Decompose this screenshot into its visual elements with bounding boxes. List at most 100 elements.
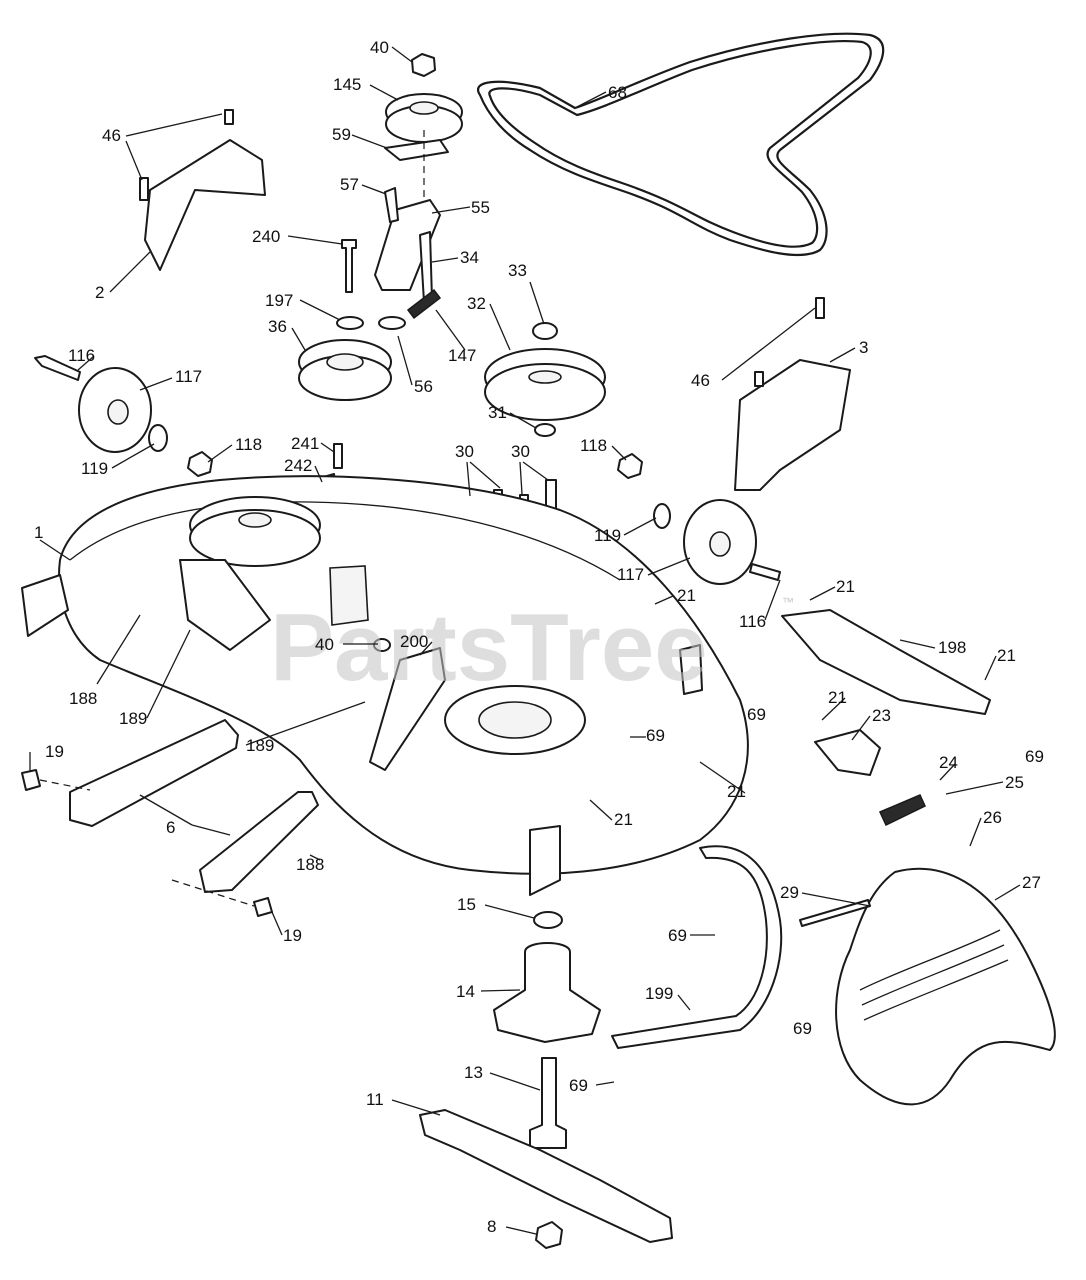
chute-arm-198 [781, 609, 991, 715]
callout-69-d: 69 [668, 926, 687, 945]
spring-147 [406, 288, 442, 320]
nut-118-right [617, 453, 643, 479]
callout-26: 26 [983, 808, 1002, 827]
callout-21-a: 21 [836, 577, 855, 596]
washer-119-right [653, 503, 671, 529]
leader-line [109, 251, 151, 293]
callout-21-b: 21 [677, 586, 696, 605]
callout-25: 25 [1005, 773, 1024, 792]
leader-line [595, 1081, 615, 1086]
leader-line [469, 461, 501, 489]
callout-117-right: 117 [617, 565, 644, 584]
callout-69-c: 69 [1025, 747, 1044, 766]
leader-line [466, 461, 471, 497]
leader-line [611, 445, 627, 461]
leader-line [489, 303, 511, 351]
leader-line [435, 309, 466, 351]
callout-46-left: 46 [102, 126, 121, 145]
screw-241 [333, 443, 343, 469]
callout-189-a: 189 [119, 709, 147, 728]
callout-147: 147 [448, 346, 476, 365]
spring-25 [878, 794, 926, 827]
callout-23: 23 [872, 706, 891, 725]
leader-line [397, 335, 413, 386]
hanger-6-front [69, 719, 239, 827]
rod-199 [611, 845, 783, 1049]
washer-33 [532, 322, 558, 340]
bolt-19-front [21, 769, 41, 791]
callout-33: 33 [508, 261, 527, 280]
leader-line [77, 355, 95, 371]
chute-27 [835, 867, 1056, 1106]
leader-line [291, 327, 306, 351]
deck-drive-pulley-hub [238, 512, 272, 528]
callout-69-a: 69 [747, 705, 766, 724]
leader-line [419, 641, 433, 656]
screw-46-left [139, 177, 149, 201]
callout-198: 198 [938, 638, 966, 657]
watermark-text: PartsTree [270, 594, 708, 701]
leader-line [574, 91, 607, 109]
callout-242: 242 [284, 456, 312, 475]
callout-119-left: 119 [81, 459, 108, 478]
screw-46-top [224, 109, 234, 125]
leader-line [699, 761, 746, 794]
bolt-19-rear [253, 897, 273, 917]
belt-68-inner [488, 40, 872, 248]
leader-line [391, 1099, 441, 1116]
callout-117-left: 117 [175, 367, 202, 386]
leader-line [821, 697, 846, 721]
gauge-wheel-117-left-hub [107, 399, 129, 425]
bolt-57 [384, 187, 399, 223]
washer-56 [378, 316, 406, 330]
leader-line [39, 539, 71, 561]
callout-2: 2 [95, 283, 104, 302]
deck-right-bracket [679, 644, 703, 695]
callout-30-b: 30 [511, 442, 530, 461]
callout-29: 29 [780, 883, 799, 902]
leader-line [191, 824, 231, 836]
deck-plate [329, 565, 369, 626]
callout-197: 197 [265, 291, 293, 310]
callout-27: 27 [1022, 873, 1041, 892]
callout-30-a: 30 [455, 442, 474, 461]
callout-21-d: 21 [828, 688, 847, 707]
leader-line [139, 794, 193, 826]
washer-197 [336, 316, 364, 330]
leader-line [509, 412, 537, 429]
axis-19-front [39, 779, 91, 791]
leader-line [480, 989, 521, 992]
callout-34: 34 [460, 248, 479, 267]
callout-46-right: 46 [691, 371, 710, 390]
leader-line [207, 444, 233, 463]
leader-line [96, 614, 141, 685]
callout-21-e: 21 [727, 782, 746, 801]
watermark-trademark: ™ [782, 595, 794, 609]
callout-56: 56 [414, 377, 433, 396]
leader-line [984, 655, 997, 681]
callout-55: 55 [471, 198, 490, 217]
deck-front-edge [69, 501, 621, 581]
leader-line [589, 799, 613, 821]
callout-57: 57 [340, 175, 359, 194]
callout-118-left: 118 [235, 435, 262, 454]
washer-119-left [148, 424, 168, 452]
nut-40-top [411, 53, 436, 77]
bracket-200 [369, 647, 446, 771]
callout-199: 199 [645, 984, 673, 1003]
pulley-36-hub [326, 353, 364, 371]
callout-188-b: 188 [296, 855, 324, 874]
leader-line [764, 579, 781, 621]
belt-guard-3 [734, 359, 851, 491]
leader-line [647, 557, 691, 576]
spindle-housing-14 [493, 942, 601, 1043]
leader-line [271, 911, 283, 936]
leader-line [484, 904, 535, 919]
deck-left-bracket [21, 574, 69, 637]
idler-pulley-145-hub [409, 101, 439, 115]
callout-15: 15 [457, 895, 476, 914]
pulley-32-lower [484, 363, 606, 421]
leader-line [939, 763, 956, 781]
leader-line [721, 307, 816, 381]
pulley-32-hub [528, 370, 562, 384]
